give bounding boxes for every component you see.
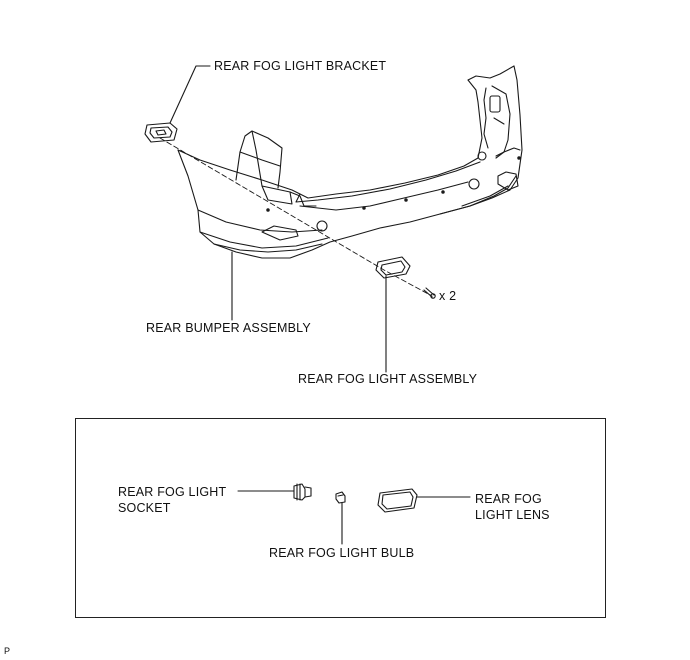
rear-fog-light-bulb bbox=[335, 491, 346, 504]
label-screw-quantity: x 2 bbox=[439, 289, 457, 303]
label-rear-fog-light-bracket: REAR FOG LIGHT BRACKET bbox=[214, 59, 387, 73]
screw bbox=[423, 287, 436, 299]
label-lens-line2: LIGHT LENS bbox=[475, 508, 550, 522]
page-code: P bbox=[4, 646, 11, 656]
label-socket-line1: REAR FOG LIGHT bbox=[118, 485, 227, 499]
alignment-dash-line bbox=[159, 137, 433, 297]
rear-fog-light-assembly bbox=[375, 256, 411, 279]
label-socket-line2: SOCKET bbox=[118, 501, 171, 515]
rear-fog-light-socket bbox=[293, 483, 312, 501]
rear-bumper-assembly bbox=[177, 65, 523, 259]
detail-box bbox=[75, 418, 606, 618]
label-rear-fog-light-bulb: REAR FOG LIGHT BULB bbox=[269, 546, 415, 560]
leader-bracket bbox=[169, 65, 211, 124]
label-lens-line1: REAR FOG bbox=[475, 492, 542, 506]
rear-fog-light-bracket bbox=[144, 122, 178, 143]
rear-fog-light-lens bbox=[377, 488, 418, 513]
label-rear-fog-light-assembly: REAR FOG LIGHT ASSEMBLY bbox=[298, 372, 478, 386]
label-rear-bumper-assembly: REAR BUMPER ASSEMBLY bbox=[146, 321, 311, 335]
